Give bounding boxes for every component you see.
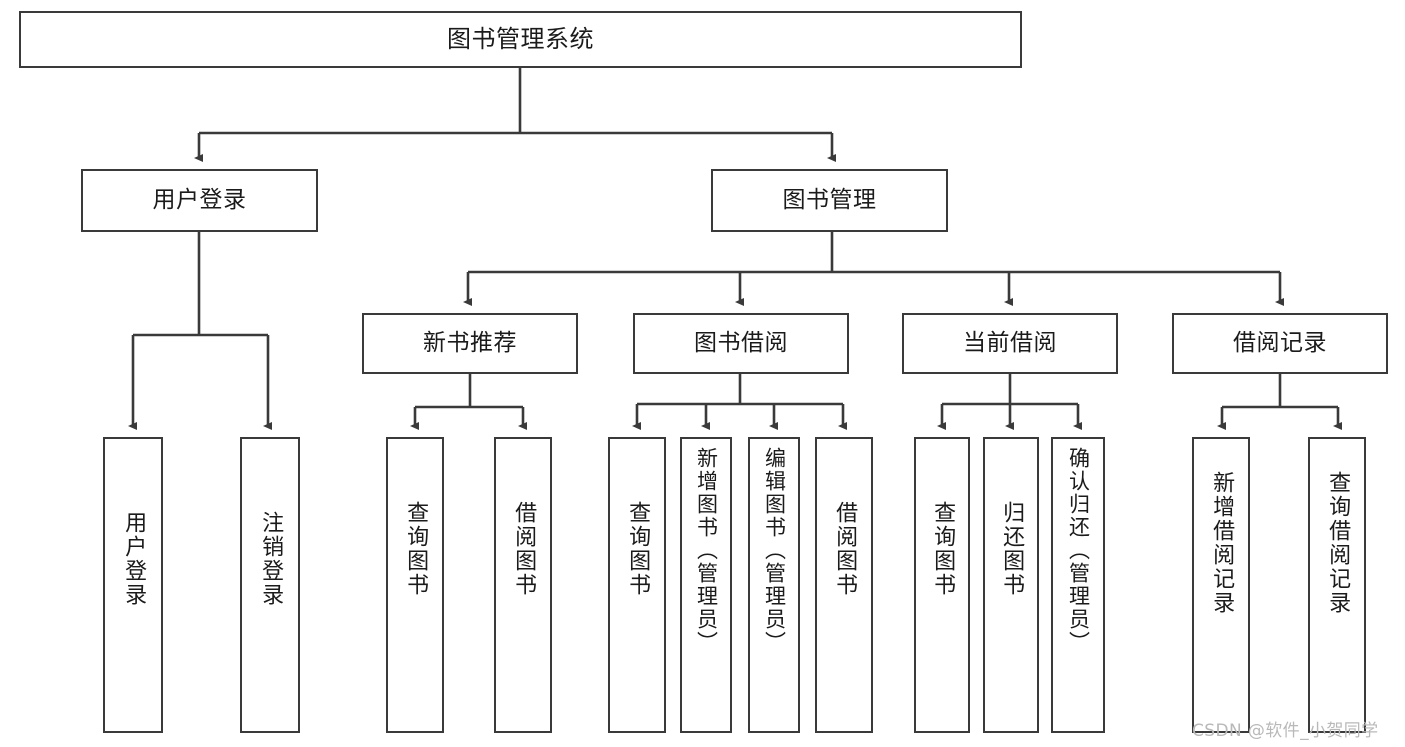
node-book-borrow[interactable]: 图书借阅 bbox=[633, 313, 849, 374]
node-leaf-user-logout[interactable]: 注销登录 bbox=[240, 437, 300, 733]
node-label: 查询图书 bbox=[625, 501, 651, 597]
node-label: 借阅记录 bbox=[1233, 329, 1327, 356]
node-leaf-borrow-book-borrow[interactable]: 借阅图书 bbox=[815, 437, 873, 733]
node-label: 图书管理 bbox=[782, 186, 877, 213]
node-user-login[interactable]: 用户登录 bbox=[81, 169, 318, 232]
node-label: 查询图书 bbox=[403, 501, 429, 597]
node-label: 编辑图书（管理员） bbox=[762, 447, 787, 654]
node-leaf-user-login[interactable]: 用户登录 bbox=[103, 437, 163, 733]
node-label: 注销登录 bbox=[258, 511, 284, 607]
node-label: 查询图书 bbox=[930, 501, 956, 597]
watermark: CSDN @软件_小贺同学 bbox=[1192, 721, 1379, 741]
node-label: 用户登录 bbox=[152, 186, 247, 213]
node-leaf-add-book[interactable]: 新增图书（管理员） bbox=[680, 437, 732, 733]
node-leaf-query-borrow-record[interactable]: 查询借阅记录 bbox=[1308, 437, 1366, 733]
node-label: 新增图书（管理员） bbox=[694, 447, 719, 654]
node-current-borrow[interactable]: 当前借阅 bbox=[902, 313, 1118, 374]
node-root-book-management-system[interactable]: 图书管理系统 bbox=[19, 11, 1022, 68]
node-label: 归还图书 bbox=[999, 501, 1025, 597]
node-leaf-return-book[interactable]: 归还图书 bbox=[983, 437, 1039, 733]
node-label: 确认归还（管理员） bbox=[1066, 447, 1091, 654]
node-book-management[interactable]: 图书管理 bbox=[711, 169, 948, 232]
node-label: 图书借阅 bbox=[694, 329, 788, 356]
node-new-book-recommend[interactable]: 新书推荐 bbox=[362, 313, 578, 374]
node-leaf-confirm-return[interactable]: 确认归还（管理员） bbox=[1051, 437, 1105, 733]
node-label: 查询借阅记录 bbox=[1325, 471, 1351, 615]
node-borrow-record[interactable]: 借阅记录 bbox=[1172, 313, 1388, 374]
node-label: 借阅图书 bbox=[511, 501, 537, 597]
node-leaf-query-book-current[interactable]: 查询图书 bbox=[914, 437, 970, 733]
node-leaf-edit-book[interactable]: 编辑图书（管理员） bbox=[748, 437, 800, 733]
node-leaf-add-borrow-record[interactable]: 新增借阅记录 bbox=[1192, 437, 1250, 733]
node-label: 新增借阅记录 bbox=[1209, 471, 1235, 615]
node-label: 用户登录 bbox=[121, 511, 147, 607]
node-label: 图书管理系统 bbox=[447, 25, 594, 54]
node-label: 借阅图书 bbox=[832, 501, 858, 597]
node-label: 新书推荐 bbox=[423, 329, 517, 356]
node-leaf-query-book-recommend[interactable]: 查询图书 bbox=[386, 437, 444, 733]
node-leaf-borrow-book-recommend[interactable]: 借阅图书 bbox=[494, 437, 552, 733]
node-label: 当前借阅 bbox=[963, 329, 1057, 356]
node-leaf-query-book-borrow[interactable]: 查询图书 bbox=[608, 437, 666, 733]
